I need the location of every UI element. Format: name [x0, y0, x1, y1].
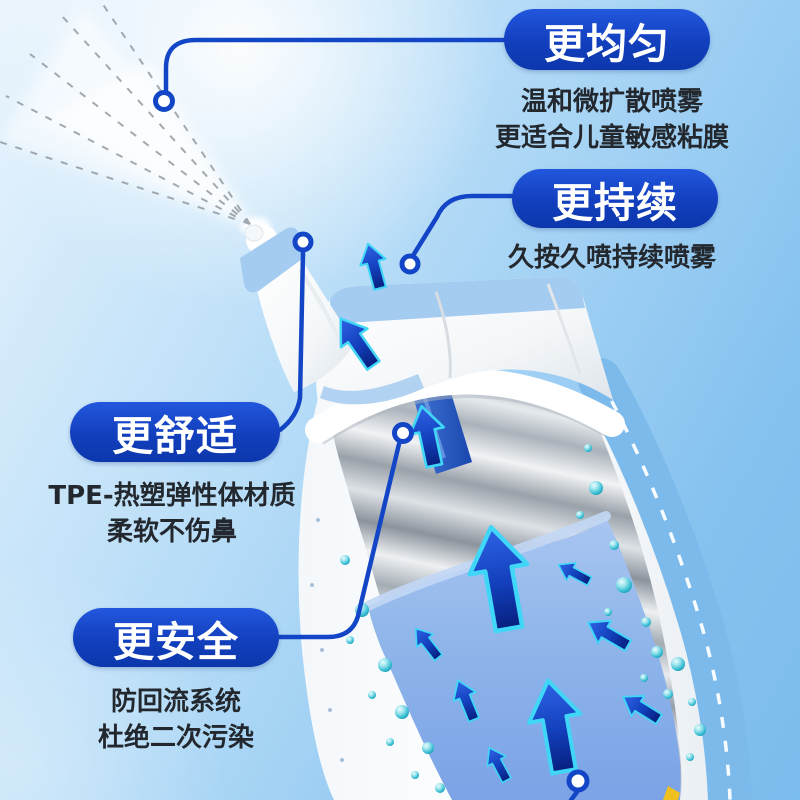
callout-dot-uniform: [153, 90, 175, 112]
callout-line-safety: [276, 441, 402, 640]
desc-line: 更适合儿童敏感粘膜: [494, 123, 729, 153]
shoulder-band: [320, 374, 424, 405]
feature-badge-uniform: 更均匀: [504, 9, 710, 70]
bottle-rim: [305, 368, 625, 445]
scale-band: [578, 358, 752, 800]
desc-line: TPE-热塑弹性体材质: [48, 481, 296, 511]
feature-desc-comfort: TPE-热塑弹性体材质 柔软不伤鼻: [2, 478, 342, 550]
feature-badge-sustained: 更持续: [512, 169, 718, 228]
desc-line: 杜绝二次污染: [97, 723, 254, 753]
callout-dot-bottom: [566, 769, 590, 793]
callout-line-uniform: [163, 37, 507, 93]
desc-line: 温和微扩散喷雾: [520, 87, 703, 117]
desc-line: 柔软不伤鼻: [106, 517, 237, 547]
nozzle-collar: [240, 227, 306, 293]
feature-desc-uniform: 温和微扩散喷雾 更适合儿童敏感粘膜: [442, 84, 782, 156]
callout-dot-comfort: [292, 231, 314, 253]
desc-line: 防回流系统: [110, 687, 241, 717]
callout-line-sustained: [411, 193, 515, 257]
callout-line-bottom: [568, 789, 580, 800]
bottom-edge-graphic: [663, 786, 680, 800]
cap: [316, 276, 613, 405]
bubbles: [340, 444, 706, 793]
cap-band: [330, 276, 585, 324]
callout-dot-sustained: [399, 253, 421, 275]
desc-line: 久按久喷持续喷雾: [507, 243, 716, 273]
callout-dot-safety: [392, 422, 414, 444]
callout-line-comfort: [277, 250, 306, 433]
feature-badge-safety: 更安全: [73, 608, 279, 667]
callout-lines: [163, 37, 580, 800]
nozzle: [240, 224, 354, 392]
feature-desc-safety: 防回流系统 杜绝二次污染: [6, 684, 346, 756]
spray-dashed-rays: [0, 0, 251, 225]
feature-badge-comfort: 更舒适: [70, 402, 280, 462]
wall-speckles: [310, 518, 344, 762]
feature-desc-sustained: 久按久喷持续喷雾: [442, 240, 782, 276]
spray-mist: [0, 0, 271, 237]
callout-dots: [153, 90, 590, 793]
